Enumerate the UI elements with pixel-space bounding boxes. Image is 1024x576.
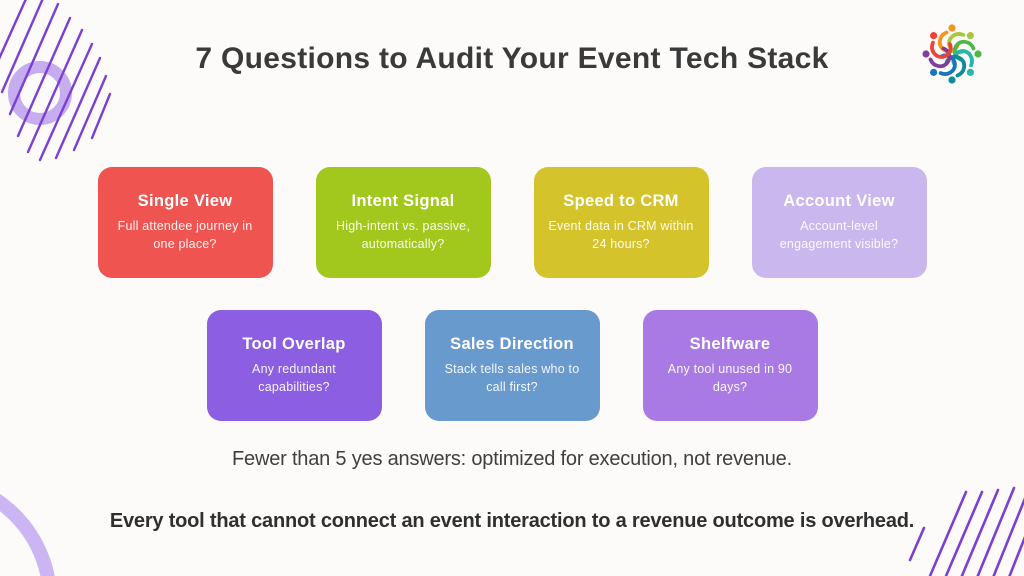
card-title: Tool Overlap (242, 335, 346, 354)
card-row-1: Single View Full attendee journey in one… (0, 167, 1024, 278)
card-subtitle: Any tool unused in 90 days? (667, 362, 793, 394)
diagonal-lines-icon (0, 0, 112, 162)
card-title: Sales Direction (450, 335, 574, 354)
people-circle-logo-icon (922, 24, 982, 84)
card-subtitle: High-intent vs. passive, automatically? (335, 219, 471, 251)
card-title: Account View (783, 192, 895, 211)
bottom-right-lines-decoration (908, 486, 1024, 576)
conclusion-statement: Every tool that cannot connect an event … (109, 510, 915, 532)
card-subtitle: Full attendee journey in one place? (117, 219, 253, 251)
card-subtitle: Stack tells sales who to call first? (444, 362, 580, 394)
card-subtitle: Account-level engagement visible? (779, 219, 899, 251)
card-title: Single View (137, 192, 233, 211)
card-account-view: Account View Account-level engagement vi… (751, 167, 927, 278)
card-subtitle: Event data in CRM within 24 hours? (548, 219, 694, 251)
card-sales-direction: Sales Direction Stack tells sales who to… (424, 310, 600, 421)
card-title: Speed to CRM (563, 192, 679, 211)
card-single-view: Single View Full attendee journey in one… (97, 167, 273, 278)
card-intent-signal: Intent Signal High-intent vs. passive, a… (315, 167, 491, 278)
card-shelfware: Shelfware Any tool unused in 90 days? (642, 310, 818, 421)
card-speed-to-crm: Speed to CRM Event data in CRM within 24… (533, 167, 709, 278)
card-title: Shelfware (689, 335, 771, 354)
card-title: Intent Signal (351, 192, 455, 211)
page-title: 7 Questions to Audit Your Event Tech Sta… (195, 42, 829, 75)
top-left-decoration (0, 0, 112, 162)
card-row-2: Tool Overlap Any redundant capabilities?… (0, 310, 1024, 421)
card-tool-overlap: Tool Overlap Any redundant capabilities? (206, 310, 382, 421)
scoring-note: Fewer than 5 yes answers: optimized for … (232, 448, 792, 470)
card-subtitle: Any redundant capabilities? (252, 362, 336, 394)
